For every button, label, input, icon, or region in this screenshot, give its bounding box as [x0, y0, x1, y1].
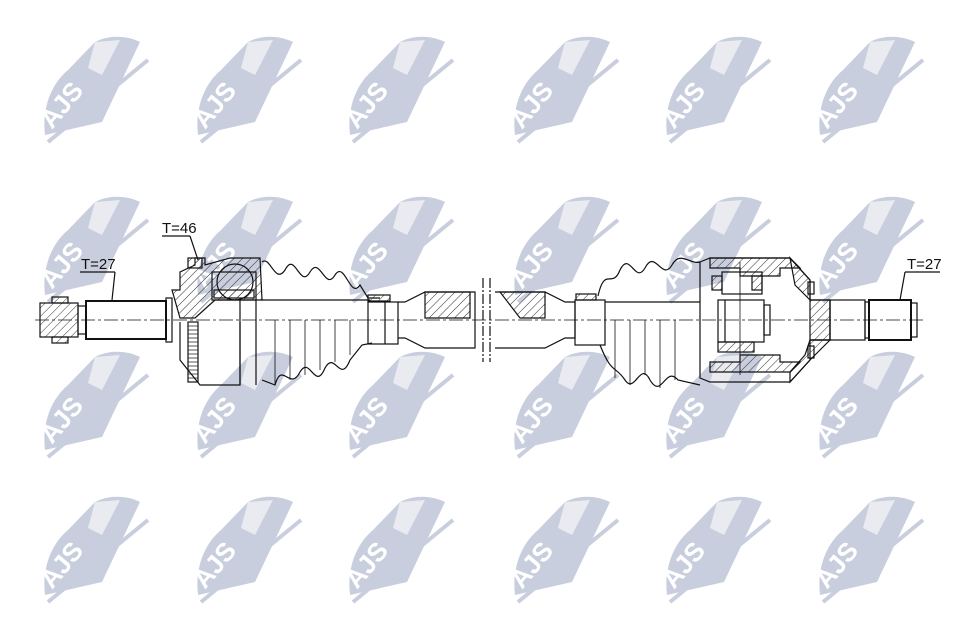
- abs-label-leader: [189, 235, 199, 261]
- inner-boot: [597, 257, 701, 388]
- right-spline-end: [829, 299, 918, 341]
- abs-teeth-label: T=46: [162, 220, 197, 237]
- left-teeth-label: T=27: [81, 256, 116, 273]
- left-spline-end: [39, 296, 167, 344]
- right-label-leader: [899, 271, 906, 301]
- center-shaft: [367, 278, 606, 362]
- left-label-leader: [111, 271, 116, 301]
- outer-cv-joint: [165, 257, 263, 386]
- right-teeth-label: T=27: [907, 256, 942, 273]
- outer-boot: [261, 260, 391, 386]
